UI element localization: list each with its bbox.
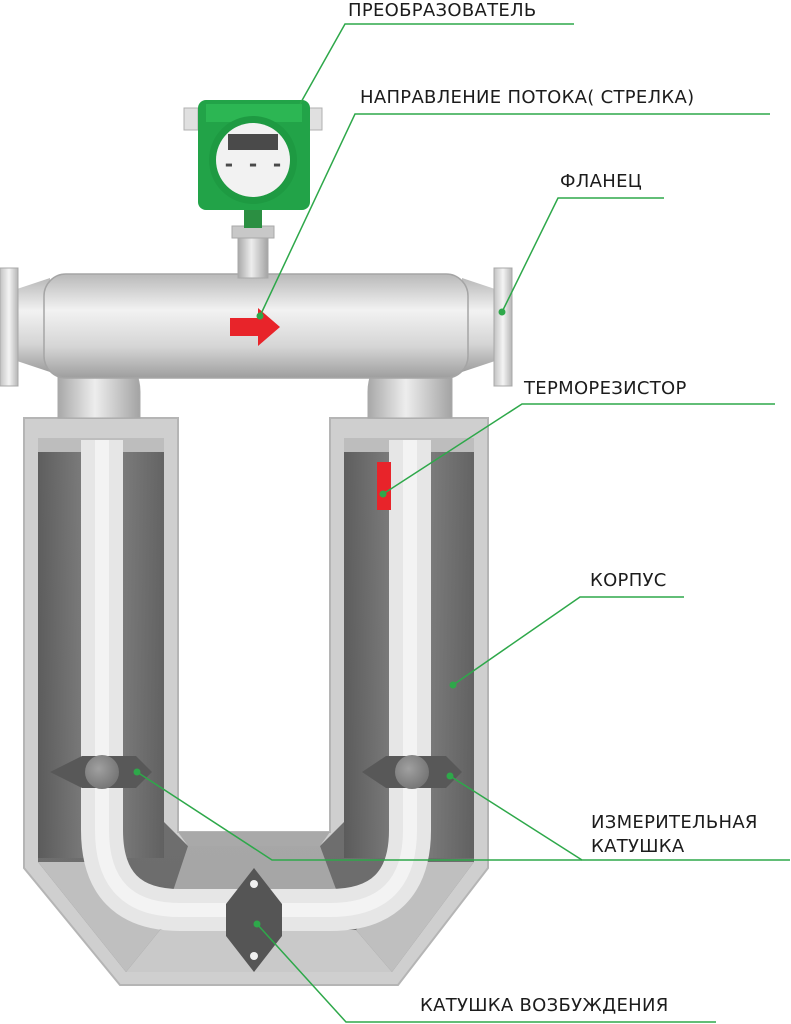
- leader-flow-direction: [259, 113, 770, 317]
- leader-flange: [501, 197, 664, 313]
- leader-thermistor: [382, 403, 775, 495]
- display-screen: [228, 134, 278, 150]
- leader-converter: [299, 23, 574, 105]
- leader-dots: [133, 308, 506, 928]
- leader-lines: [136, 23, 790, 1023]
- flow-arrow-icon: [230, 308, 280, 346]
- right-flange: [493, 267, 513, 387]
- label-thermistor: ТЕРМОРЕЗИСТОР: [524, 378, 687, 399]
- label-measuring-coil-line2: КАТУШКА: [591, 836, 685, 857]
- label-measuring-coil-line1: ИЗМЕРИТЕЛЬНАЯ: [591, 812, 758, 833]
- leader-excitation-coil: [256, 923, 716, 1023]
- excitation-coil: [226, 868, 282, 972]
- display-dashes: - - -: [223, 152, 283, 176]
- label-housing: КОРПУС: [590, 570, 667, 591]
- leader-measuring-coil-2: [136, 771, 582, 861]
- leader-housing: [452, 596, 684, 686]
- label-flange: ФЛАНЕЦ: [560, 171, 643, 192]
- measuring-coil-right: [362, 755, 462, 789]
- measuring-coil-left: [50, 755, 152, 789]
- label-excitation-coil: КАТУШКА ВОЗБУЖДЕНИЯ: [420, 995, 669, 1016]
- label-flow-direction: НАПРАВЛЕНИЕ ПОТОКА( СТРЕЛКА): [360, 87, 695, 108]
- transmitter-head: - - -: [183, 100, 323, 210]
- left-flange: [0, 267, 19, 387]
- transmitter-neck: [231, 210, 275, 279]
- thermistor: [377, 462, 391, 510]
- label-converter: ПРЕОБРАЗОВАТЕЛЬ: [348, 0, 537, 21]
